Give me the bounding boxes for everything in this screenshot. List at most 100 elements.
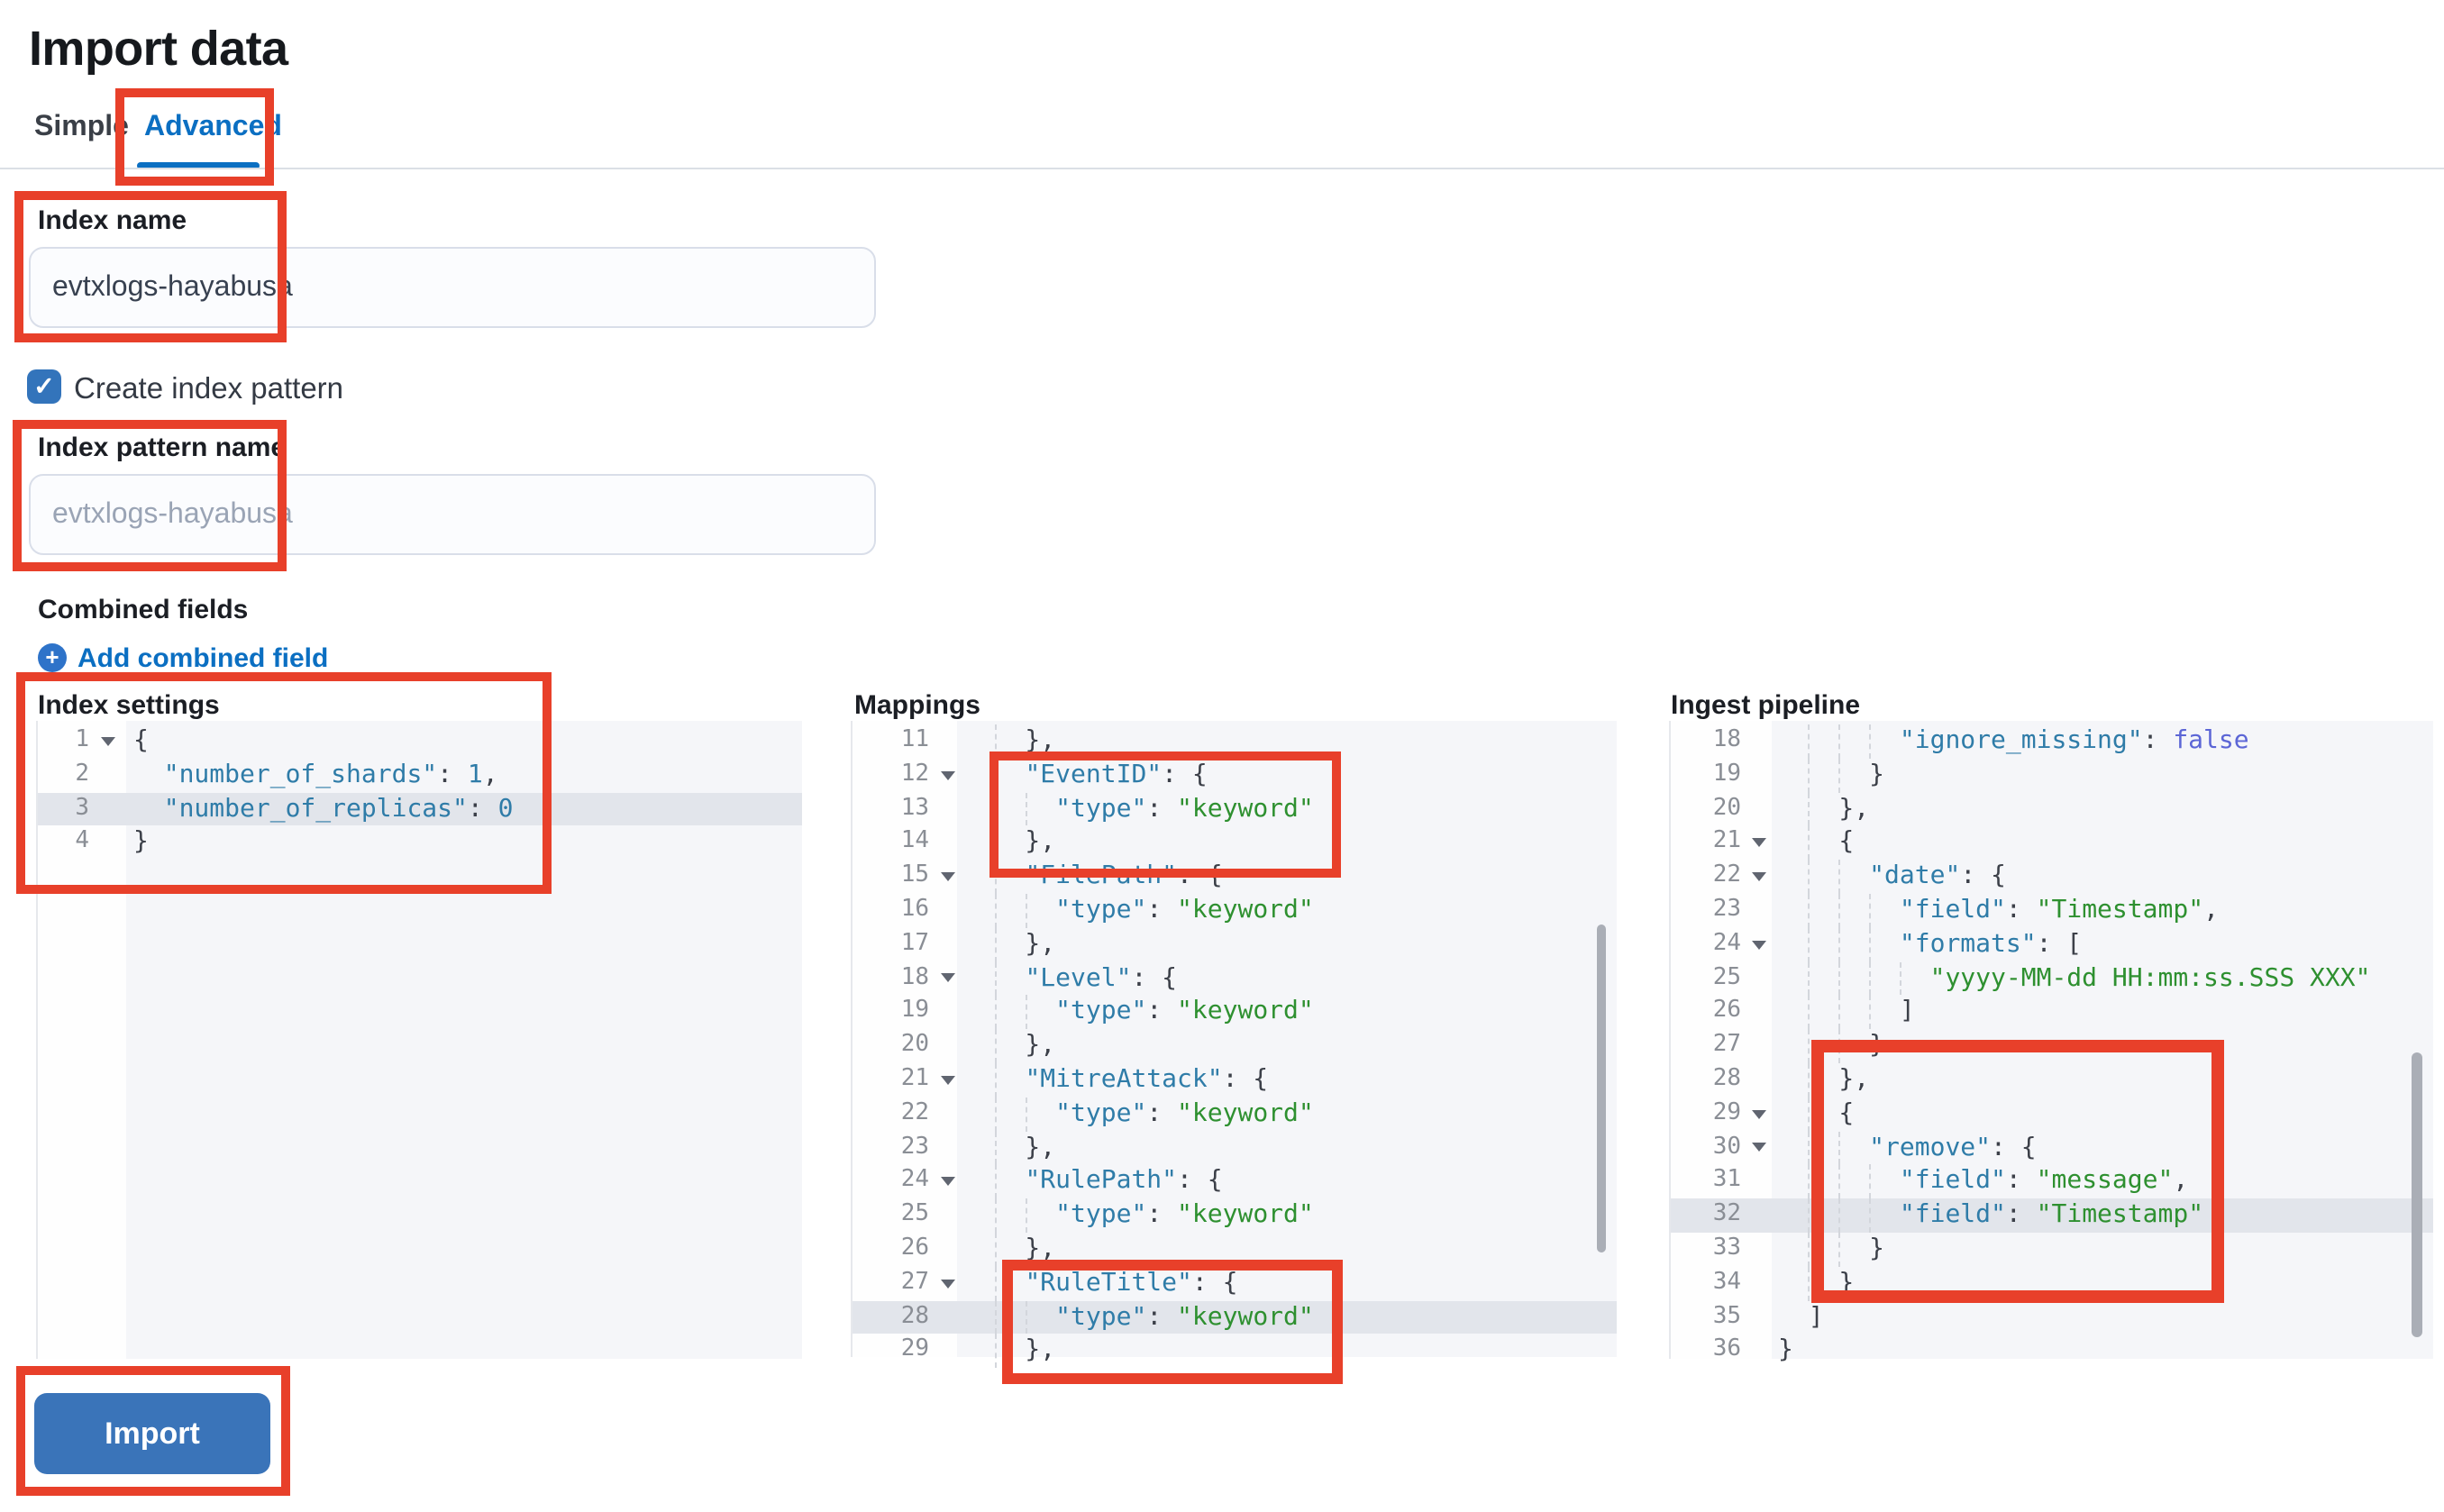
page-title: Import data bbox=[29, 22, 288, 76]
line-number: 15 bbox=[900, 861, 929, 889]
tab-advanced[interactable]: Advanced bbox=[144, 112, 282, 142]
code-line: ] bbox=[1771, 995, 2432, 1030]
line-number: 19 bbox=[900, 997, 929, 1025]
mappings-label: Mappings bbox=[854, 690, 980, 721]
code-line: } bbox=[133, 827, 149, 857]
scrollbar-thumb[interactable] bbox=[2412, 1052, 2421, 1336]
fold-caret-down-icon[interactable] bbox=[940, 1279, 954, 1289]
code-line: "yyyy-MM-dd HH:mm:ss.SSS XXX" bbox=[1771, 961, 2432, 996]
code-line: "MitreAttack": { bbox=[957, 1062, 1617, 1098]
plus-in-circle-icon[interactable]: + bbox=[38, 643, 67, 672]
line-number: 26 bbox=[900, 1234, 929, 1262]
fold-caret-down-icon[interactable] bbox=[940, 872, 954, 882]
code-lines: }, "EventID": { "type": "keyword" }, "Fi… bbox=[957, 724, 1617, 1369]
line-number: 24 bbox=[900, 1166, 929, 1194]
index-name-input[interactable] bbox=[29, 247, 876, 328]
code-line: "date": { bbox=[1771, 860, 2432, 894]
code-line: "field": "Timestamp" bbox=[1771, 1198, 2432, 1233]
line-number: 29 bbox=[900, 1335, 929, 1363]
code-line: { bbox=[1771, 825, 2432, 861]
line-number: 2 bbox=[75, 760, 89, 788]
line-number: 25 bbox=[1712, 963, 1741, 991]
index-pattern-name-label: Index pattern name bbox=[38, 433, 287, 463]
line-number: 17 bbox=[900, 929, 929, 957]
code-line: "type": "keyword" bbox=[957, 1300, 1617, 1334]
tab-simple[interactable]: Simple bbox=[34, 112, 129, 142]
index-pattern-name-input[interactable] bbox=[29, 474, 876, 555]
fold-caret-down-icon[interactable] bbox=[940, 1177, 954, 1187]
combined-fields-label: Combined fields bbox=[38, 595, 249, 625]
index-name-label: Index name bbox=[38, 205, 187, 236]
line-number: 16 bbox=[900, 895, 929, 923]
line-number: 29 bbox=[1712, 1098, 1741, 1126]
line-number: 34 bbox=[1712, 1268, 1741, 1296]
code-line: }, bbox=[1771, 1062, 2432, 1098]
code-line: { bbox=[1771, 1097, 2432, 1132]
line-number: 13 bbox=[900, 794, 929, 822]
fold-caret-down-icon[interactable] bbox=[1752, 1109, 1766, 1119]
fold-caret-down-icon[interactable] bbox=[1752, 838, 1766, 848]
check-icon: ✓ bbox=[33, 371, 55, 400]
tabs-divider bbox=[0, 168, 2444, 169]
code-line: "type": "keyword" bbox=[957, 792, 1617, 826]
code-line: "RuleTitle": { bbox=[957, 1266, 1617, 1301]
code-line: "EventID": { bbox=[957, 758, 1617, 793]
line-number: 31 bbox=[1712, 1166, 1741, 1194]
code-line: "field": "message", bbox=[1771, 1164, 2432, 1199]
fold-caret-down-icon[interactable] bbox=[940, 973, 954, 983]
add-combined-field-link[interactable]: Add combined field bbox=[78, 643, 329, 674]
line-number: 1 bbox=[75, 726, 89, 753]
code-line: }, bbox=[957, 1334, 1617, 1369]
code-line: }, bbox=[957, 825, 1617, 861]
code-line: }, bbox=[957, 927, 1617, 962]
code-line: }, bbox=[1771, 792, 2432, 826]
fold-caret-down-icon[interactable] bbox=[940, 770, 954, 780]
fold-caret-down-icon[interactable] bbox=[940, 1075, 954, 1085]
highlighted-line bbox=[852, 1300, 1617, 1334]
code-line: "type": "keyword" bbox=[957, 995, 1617, 1030]
code-line: } bbox=[1778, 1335, 1793, 1365]
line-number: 30 bbox=[1712, 1133, 1741, 1161]
code-line: } bbox=[1771, 758, 2432, 793]
ingest-pipeline-label: Ingest pipeline bbox=[1671, 690, 1861, 721]
scrollbar-thumb[interactable] bbox=[1596, 925, 1606, 1252]
import-button[interactable]: Import bbox=[34, 1393, 270, 1474]
fold-caret-down-icon[interactable] bbox=[1752, 1143, 1766, 1152]
fold-caret-down-icon[interactable] bbox=[1752, 940, 1766, 950]
code-line: "Level": { bbox=[957, 961, 1617, 996]
code-line: }, bbox=[957, 1232, 1617, 1267]
code-line: "type": "keyword" bbox=[957, 1198, 1617, 1233]
line-number: 20 bbox=[1712, 794, 1741, 822]
code-line: } bbox=[1771, 1232, 2432, 1267]
index-settings-label: Index settings bbox=[38, 690, 220, 721]
editor-gutter bbox=[1671, 721, 1771, 1359]
code-line: } bbox=[1771, 1266, 2432, 1301]
line-number: 21 bbox=[900, 1064, 929, 1092]
line-number: 33 bbox=[1712, 1234, 1741, 1262]
fold-caret-down-icon[interactable] bbox=[100, 736, 114, 746]
code-lines: "ignore_missing": false } }, { "date": {… bbox=[1771, 724, 2432, 1368]
line-number: 18 bbox=[900, 963, 929, 991]
code-line: "type": "keyword" bbox=[957, 1097, 1617, 1132]
code-line: { bbox=[133, 726, 149, 755]
fold-caret-down-icon[interactable] bbox=[1752, 872, 1766, 882]
code-line: "number_of_replicas": 0 bbox=[163, 794, 514, 824]
code-line: "field": "Timestamp", bbox=[1771, 893, 2432, 928]
editor-gutter bbox=[852, 721, 957, 1356]
line-number: 4 bbox=[75, 827, 89, 855]
line-number: 22 bbox=[1712, 861, 1741, 889]
line-number: 19 bbox=[1712, 760, 1741, 788]
code-line: } bbox=[1771, 1029, 2432, 1063]
line-number: 24 bbox=[1712, 929, 1741, 957]
code-line: "formats": [ bbox=[1771, 927, 2432, 962]
line-number: 27 bbox=[1712, 1031, 1741, 1059]
highlighted-line bbox=[1671, 1198, 2432, 1233]
active-tab-underline bbox=[137, 162, 260, 169]
create-index-pattern-checkbox[interactable]: ✓ bbox=[27, 369, 61, 404]
